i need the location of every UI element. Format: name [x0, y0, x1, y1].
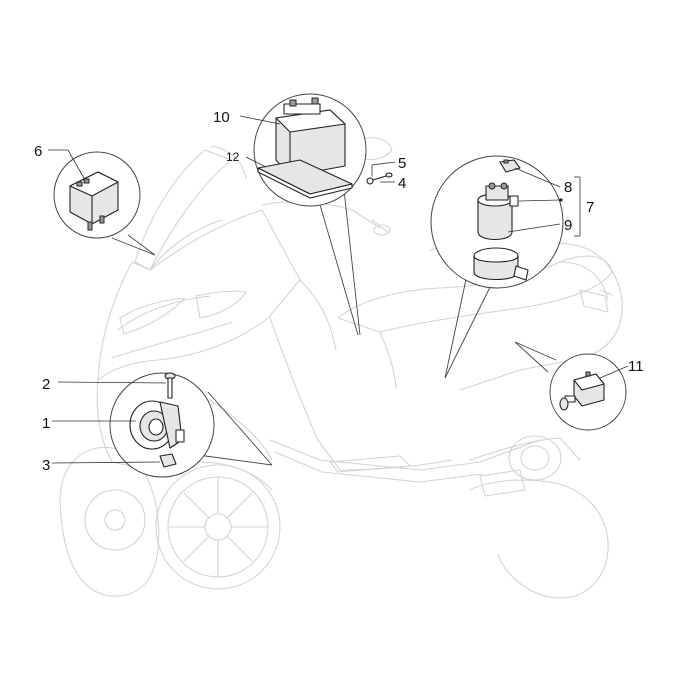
nut-icon [385, 172, 393, 178]
callout-7: 7 [586, 199, 594, 216]
screws-4-5 [366, 161, 396, 185]
callout-4: 4 [398, 175, 406, 192]
callout-3: 3 [42, 457, 50, 474]
callout-12: 12 [226, 150, 240, 164]
callout-8: 8 [564, 179, 572, 196]
bolt-icon [164, 372, 176, 399]
callout-group-1-2-3 [51, 372, 273, 478]
callout-6: 6 [34, 143, 42, 160]
callout-group-10-12 [239, 93, 367, 336]
callout-1: 1 [42, 415, 50, 432]
horn-icon [129, 400, 185, 450]
callout-10: 10 [213, 109, 230, 126]
rubber-holder-icon [473, 247, 529, 281]
battery-icon [275, 97, 346, 177]
callout-9: 9 [564, 217, 572, 234]
callout-group-6 [48, 149, 156, 256]
callout-5: 5 [398, 155, 406, 172]
callout-group-7-8-9 [430, 155, 581, 379]
callout-group-11 [514, 341, 629, 431]
relay-icon [69, 171, 119, 231]
callout-2: 2 [42, 376, 50, 393]
screw-icon [366, 175, 387, 185]
switch-icon [559, 371, 605, 411]
relay-cap-icon [499, 159, 521, 173]
clip-nut-icon [159, 453, 177, 468]
starter-relay-icon [477, 182, 519, 241]
callout-11: 11 [628, 358, 644, 375]
battery-pad-icon [257, 159, 353, 199]
